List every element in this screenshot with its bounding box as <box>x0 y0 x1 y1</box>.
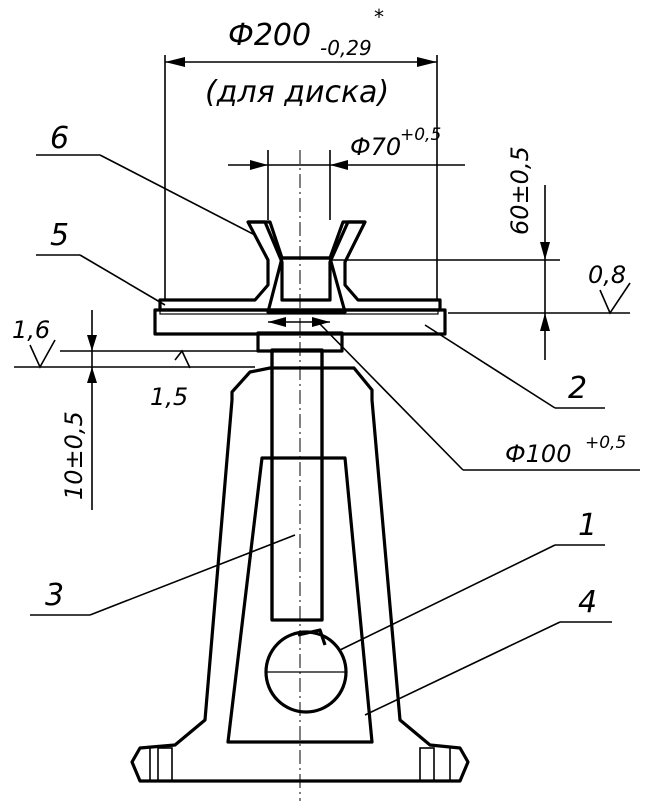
d100-label: Ф100 <box>505 440 571 468</box>
r16-label: 1,6 <box>12 316 50 344</box>
d200-note: (для диска) <box>205 75 389 110</box>
leader-5: 5 <box>36 218 166 306</box>
dim-d100: Ф100 +0,5 <box>268 317 640 471</box>
cup <box>158 220 442 314</box>
screw <box>270 348 324 622</box>
part-5-label: 5 <box>50 218 69 253</box>
dim-d70: Ф70 +0,5 <box>228 125 465 170</box>
d200-label: Ф200 <box>228 18 311 53</box>
screw-shank <box>270 348 324 622</box>
part-2-label: 2 <box>568 371 587 406</box>
leader-3: 3 <box>30 534 296 616</box>
roughness-08: 0,8 <box>588 261 631 315</box>
stand-body-section <box>130 366 470 783</box>
r15-label: 1,5 <box>150 383 188 411</box>
r08-label: 0,8 <box>588 261 626 289</box>
dim-h60: 60±0,5 <box>332 146 630 360</box>
d200-tolerance: -0,29 <box>320 36 372 60</box>
handle-pin <box>264 628 348 714</box>
dim-h10: 10±0,5 1,6 1,5 <box>12 310 258 510</box>
part-3-label: 3 <box>45 578 64 613</box>
d70-label: Ф70 <box>350 133 401 161</box>
d100-tolerance: +0,5 <box>585 433 626 453</box>
h60-label: 60±0,5 <box>506 146 534 235</box>
part-1-label: 1 <box>578 508 597 543</box>
h10-label: 10±0,5 <box>60 411 88 500</box>
part-4-label: 4 <box>578 585 597 620</box>
leader-2: 2 <box>424 324 605 409</box>
d70-tolerance: +0,5 <box>400 125 441 145</box>
part-6-label: 6 <box>50 121 69 156</box>
dim-d200: Ф200 -0,29 * (для диска) <box>164 5 438 300</box>
d200-mark: * <box>374 5 384 29</box>
stand-cavity <box>226 456 374 744</box>
leader-1: 1 <box>339 508 605 651</box>
leader-4: 4 <box>364 585 612 716</box>
leader-6: 6 <box>36 121 256 236</box>
stand-body <box>130 366 470 783</box>
